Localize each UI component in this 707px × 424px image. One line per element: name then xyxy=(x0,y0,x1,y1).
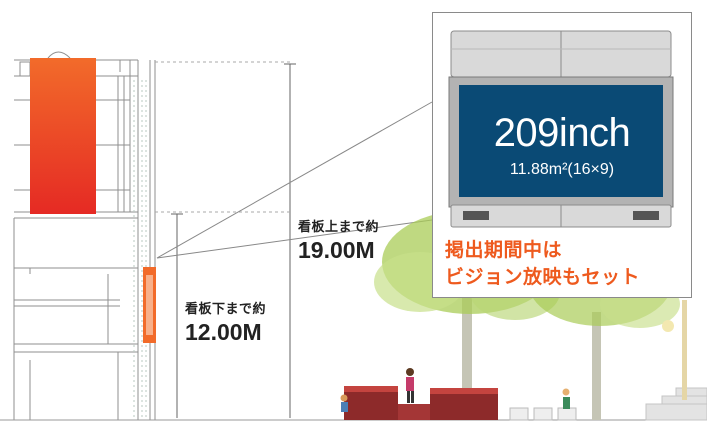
pedestrians xyxy=(340,368,570,412)
building-structure xyxy=(13,51,156,420)
bench-stools xyxy=(509,407,577,421)
red-planter xyxy=(344,386,498,420)
height-to-top-label: 看板上まで約 19.00M xyxy=(298,216,379,264)
screen-area-label: 11.88m²(16×9) xyxy=(509,161,615,178)
vision-callout-box: 209inch 11.88m²(16×9) xyxy=(432,12,692,298)
facade-hatching xyxy=(133,80,147,418)
height-to-bottom-label: 看板下まで約 12.00M xyxy=(185,298,266,346)
height-to-top-caption: 看板上まで約 xyxy=(298,219,380,234)
street-light xyxy=(662,300,687,400)
height-to-bottom-value: 12.00M xyxy=(185,319,262,345)
screen-size-label: 209inch xyxy=(493,111,631,155)
height-to-top-value: 19.00M xyxy=(298,237,375,263)
note-line-2: ビジョン放映もセット xyxy=(445,267,641,288)
height-to-bottom-caption: 看板下まで約 xyxy=(185,301,267,316)
billboard-banner xyxy=(30,58,96,214)
stairs xyxy=(645,387,707,421)
callout-pointer xyxy=(156,101,433,259)
note-line-1: 掲出期間中は xyxy=(445,240,563,261)
vision-screen-illustration xyxy=(448,30,674,228)
screen-display xyxy=(459,85,663,197)
